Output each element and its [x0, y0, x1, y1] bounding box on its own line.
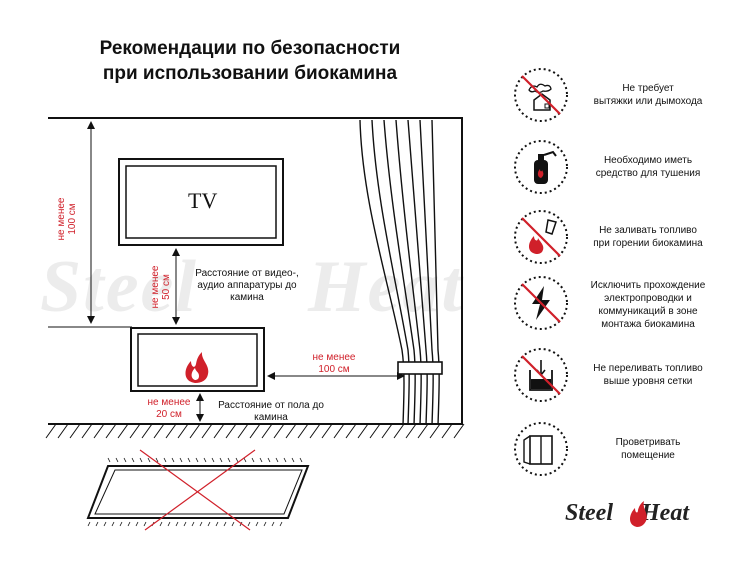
window-ventilation-icon	[514, 422, 568, 476]
no-overfill-icon	[514, 348, 568, 402]
no-wiring-icon	[514, 276, 568, 330]
fire-extinguisher-icon	[514, 140, 568, 194]
title-line-1: Рекомендации по безопасности	[99, 38, 401, 59]
page-title: Рекомендации по безопасности при использ…	[40, 36, 460, 86]
curtain	[359, 119, 443, 426]
video-distance-text: Расстояние от видео-, аудио аппаратуры д…	[195, 268, 299, 303]
tv-label: TV	[188, 188, 218, 213]
biofireplace	[130, 327, 265, 392]
floor-hatching	[45, 423, 465, 439]
no-chimney-icon	[514, 68, 568, 122]
tv-screen	[118, 158, 284, 246]
title-line-2: при использовании биокамина	[102, 63, 398, 84]
flame-icon	[185, 352, 209, 383]
brand-flame-icon	[630, 501, 647, 527]
rug-crossed	[86, 449, 310, 531]
no-refuel-burning-icon	[514, 210, 568, 264]
